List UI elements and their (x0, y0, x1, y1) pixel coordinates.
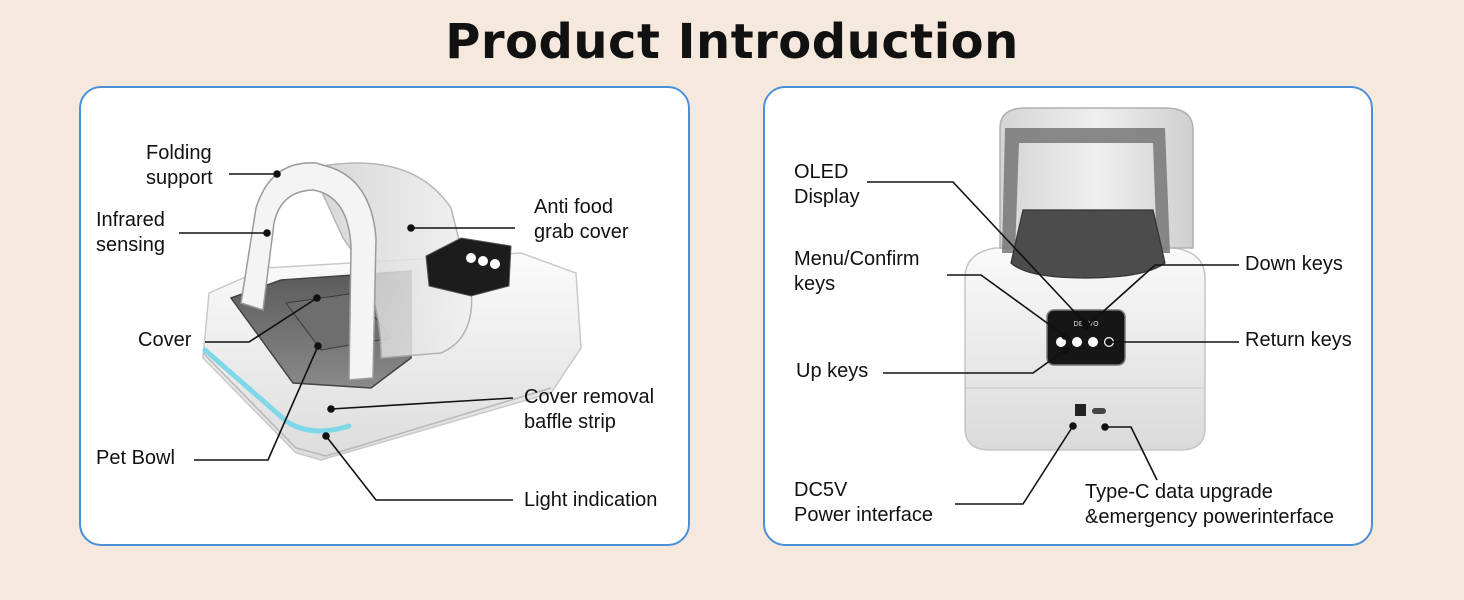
label-type-c-interface: Type-C data upgrade &emergency powerinte… (1085, 481, 1335, 528)
label-folding-support: Folding support (146, 142, 213, 189)
label-up-keys: Up keys (796, 360, 869, 382)
label-pet-bowl: Pet Bowl (96, 447, 175, 469)
dc-port-icon (1075, 404, 1086, 416)
type-c-port-icon (1092, 408, 1106, 414)
feeder-side-illustration (179, 162, 582, 501)
page-title: Product Introduction (445, 14, 1019, 70)
label-oled-display: OLED Display (794, 161, 860, 208)
label-cover-removal-baffle-strip: Cover removal baffle strip (524, 386, 655, 433)
down-key-icon (1088, 337, 1098, 347)
label-return-keys: Return keys (1245, 329, 1352, 351)
feeder-front-view-panel: DENVO (763, 86, 1373, 546)
feeder-front-illustration: DENVO (867, 107, 1239, 505)
light-strip (202, 347, 352, 434)
label-light-indication: Light indication (524, 489, 658, 511)
label-dc5v-power-interface: DC5V Power interface (794, 479, 933, 526)
folding-support-shape (240, 162, 377, 381)
menu-key-icon (1056, 337, 1066, 347)
label-menu-confirm-keys: Menu/Confirm keys (794, 248, 920, 295)
label-down-keys: Down keys (1245, 253, 1343, 275)
control-panel-shape (1046, 309, 1126, 366)
control-pad-shape (425, 237, 512, 297)
feeder-side-view-panel (79, 86, 690, 546)
label-cover: Cover (138, 329, 192, 351)
up-key-icon (1072, 337, 1082, 347)
label-anti-food-grab-cover: Anti food grab cover (534, 196, 629, 243)
label-infrared-sensing: Infrared sensing (96, 209, 165, 256)
bowl-window-shape (1010, 209, 1166, 279)
